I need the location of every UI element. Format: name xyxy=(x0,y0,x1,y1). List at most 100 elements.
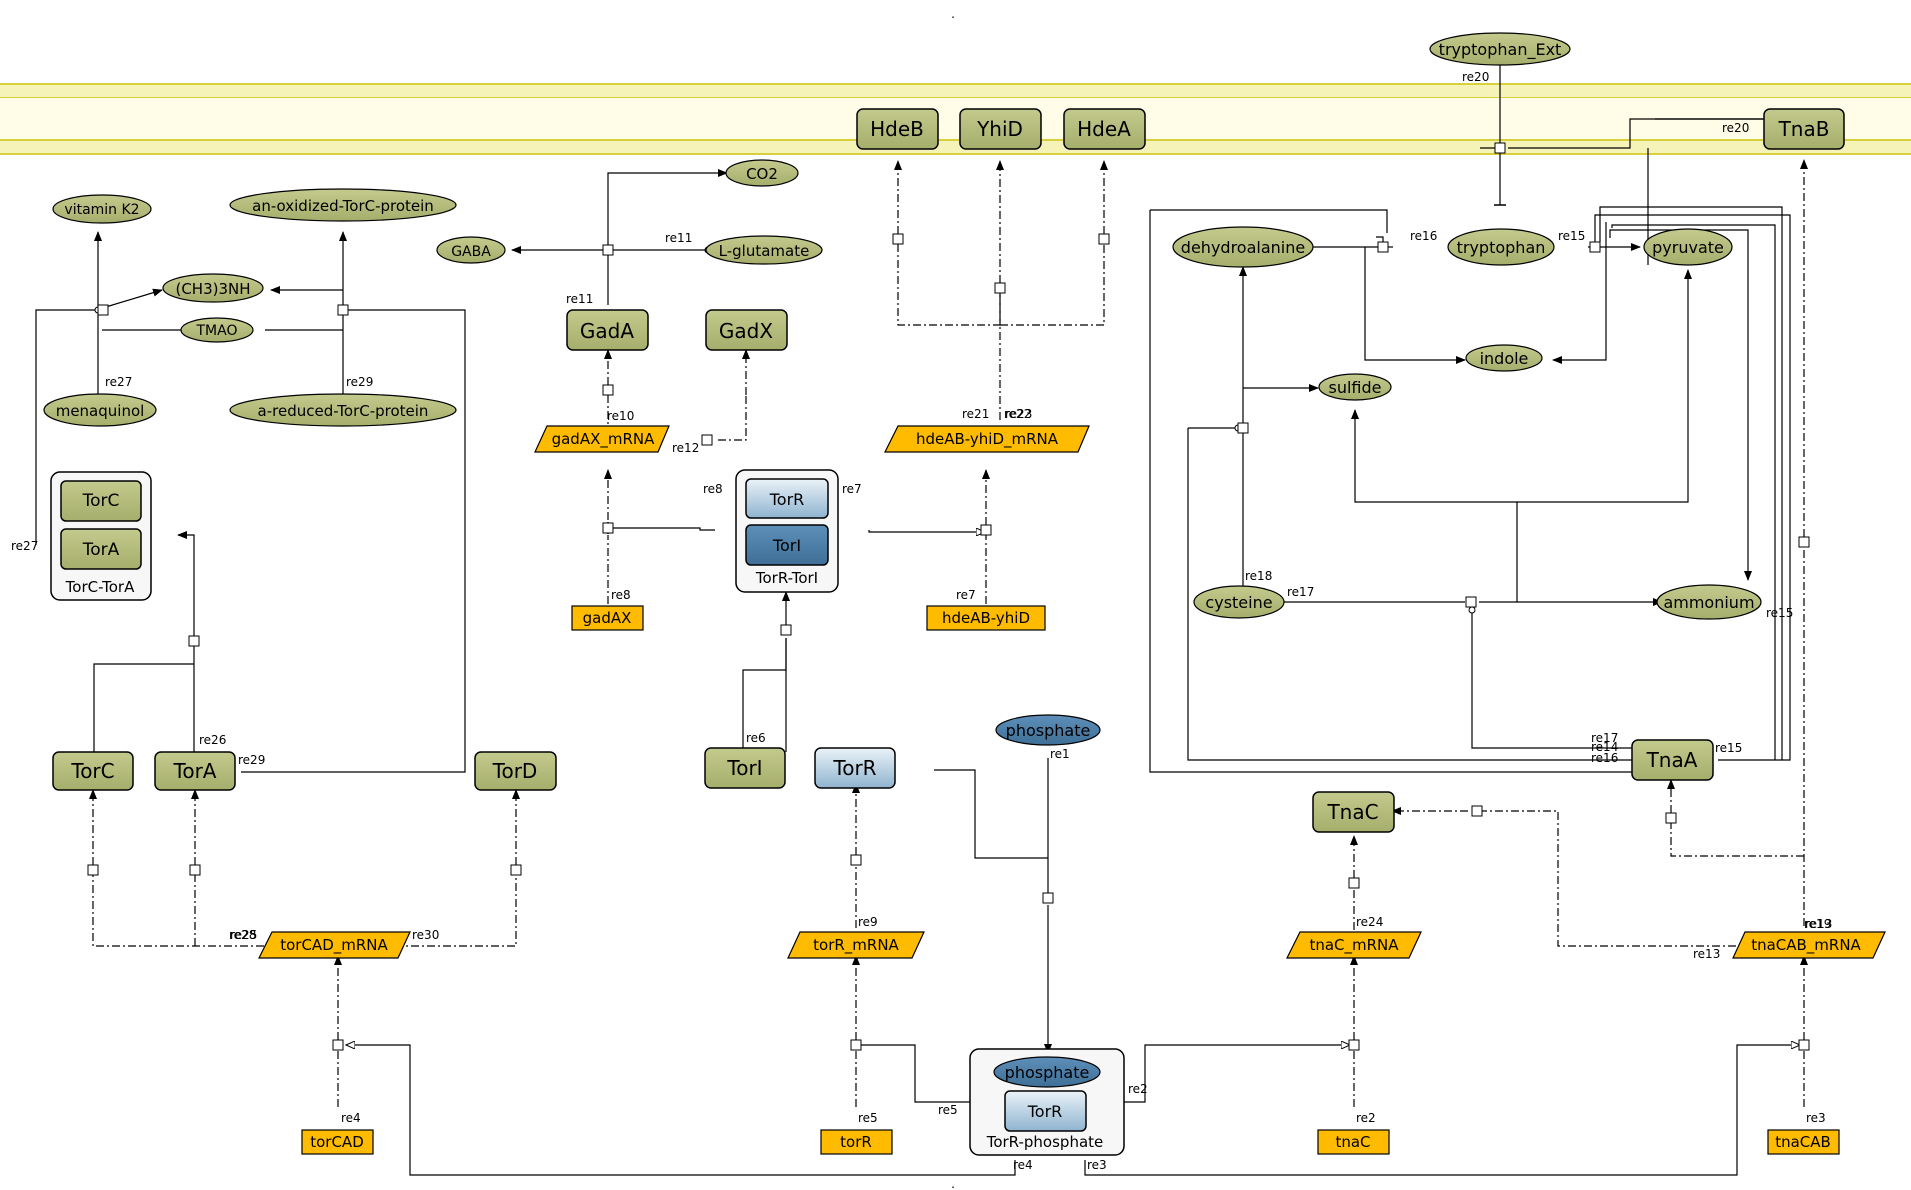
dehydroalanine[interactable]: dehydroalanine xyxy=(1172,226,1314,268)
svg-text:CO2: CO2 xyxy=(746,165,778,183)
reaction-label: re13 xyxy=(1805,917,1832,931)
torcad-mrna[interactable]: torCAD_mRNA xyxy=(258,931,411,959)
reaction-label: re27 xyxy=(11,539,38,553)
reaction-label: re8 xyxy=(611,588,631,602)
ch3-3nh[interactable]: (CH3)3NH xyxy=(162,273,264,303)
ammonium[interactable]: ammonium xyxy=(1656,584,1762,620)
yhid-protein[interactable]: YhiD xyxy=(959,108,1042,150)
top-mark: . xyxy=(951,7,955,21)
tryptophan-ext[interactable]: tryptophan_Ext xyxy=(1429,32,1571,66)
tori-protein[interactable]: TorI xyxy=(704,747,786,789)
l-glutamate[interactable]: L-glutamate xyxy=(705,235,823,265)
complex-label: TorR-TorI xyxy=(755,569,818,587)
co2[interactable]: CO2 xyxy=(725,159,799,187)
svg-text:tnaCAB: tnaCAB xyxy=(1775,1133,1831,1151)
svg-text:tnaC_mRNA: tnaC_mRNA xyxy=(1309,936,1399,955)
gada-protein[interactable]: GadA xyxy=(566,309,649,351)
gadx-protein[interactable]: GadX xyxy=(705,309,788,351)
tora-protein[interactable]: TorA xyxy=(154,751,236,791)
reaction-label: re23 xyxy=(1005,407,1032,421)
hdeab-yhid-gene[interactable]: hdeAB-yhiD xyxy=(926,605,1046,631)
vitamin-k2[interactable]: vitamin K2 xyxy=(52,194,152,224)
tnac-protein[interactable]: TnaC xyxy=(1312,791,1395,833)
tnaa-protein[interactable]: TnaA xyxy=(1631,739,1714,781)
gaba[interactable]: GABA xyxy=(436,236,506,264)
tnab-protein[interactable]: TnaB xyxy=(1763,108,1845,150)
hdeb-protein[interactable]: HdeB xyxy=(856,108,939,150)
svg-text:TorD: TorD xyxy=(492,759,538,783)
svg-text:GadA: GadA xyxy=(580,319,634,343)
torr-protein[interactable]: TorR xyxy=(814,747,896,789)
svg-text:dehydroalanine: dehydroalanine xyxy=(1181,238,1305,257)
svg-text:TorR: TorR xyxy=(769,490,805,509)
svg-text:HdeB: HdeB xyxy=(870,117,924,141)
an-oxidized-torc-protein[interactable]: an-oxidized-TorC-protein xyxy=(229,188,457,222)
svg-text:sulfide: sulfide xyxy=(1329,378,1382,397)
bottom-mark: . xyxy=(951,1177,955,1190)
a-reduced-torc-protein[interactable]: a-reduced-TorC-protein xyxy=(229,393,457,427)
tord-protein[interactable]: TorD xyxy=(474,751,557,791)
species-group: tryptophan_Ext vitamin K2 an-oxidized-To… xyxy=(43,32,1762,746)
svg-text:vitamin K2: vitamin K2 xyxy=(64,202,139,218)
torr-phosphate-complex[interactable]: phosphate TorR TorR-phosphate xyxy=(969,1048,1125,1156)
cysteine[interactable]: cysteine xyxy=(1193,585,1285,619)
gadax-gene[interactable]: gadAX xyxy=(571,605,644,631)
tnac-gene[interactable]: tnaC xyxy=(1317,1129,1390,1155)
reaction-label: re9 xyxy=(858,915,878,929)
reaction-label: re30 xyxy=(412,928,439,942)
svg-text:phosphate: phosphate xyxy=(1005,1063,1090,1082)
process-nodes xyxy=(87,142,1810,1051)
reaction-label: re18 xyxy=(1245,569,1272,583)
reaction-label: re2 xyxy=(1356,1111,1376,1125)
svg-text:L-glutamate: L-glutamate xyxy=(719,242,810,260)
pyruvate[interactable]: pyruvate xyxy=(1643,228,1733,266)
svg-text:GABA: GABA xyxy=(451,244,491,260)
svg-text:tryptophan_Ext: tryptophan_Ext xyxy=(1439,40,1562,60)
torr-tori-complex[interactable]: TorR TorI TorR-TorI xyxy=(735,469,839,593)
phosphate[interactable]: phosphate xyxy=(995,714,1101,746)
reaction-label: re27 xyxy=(105,375,132,389)
svg-text:TorA: TorA xyxy=(173,759,217,783)
tmao[interactable]: TMAO xyxy=(180,317,254,343)
reaction-label: re29 xyxy=(238,753,265,767)
reaction-label: re6 xyxy=(746,731,766,745)
svg-text:TorA: TorA xyxy=(82,540,120,560)
complex-label: TorC-TorA xyxy=(65,578,135,596)
tnacab-gene[interactable]: tnaCAB xyxy=(1767,1129,1840,1155)
tnacab-mrna[interactable]: tnaCAB_mRNA xyxy=(1732,931,1886,959)
svg-text:hdeAB-yhiD_mRNA: hdeAB-yhiD_mRNA xyxy=(916,430,1059,449)
reaction-label: re14 xyxy=(1591,740,1618,754)
svg-text:hdeAB-yhiD: hdeAB-yhiD xyxy=(942,609,1030,627)
reaction-label: re8 xyxy=(703,482,723,496)
hdeab-yhid-mrna[interactable]: hdeAB-yhiD_mRNA xyxy=(884,425,1090,453)
svg-text:tnaCAB_mRNA: tnaCAB_mRNA xyxy=(1751,936,1861,955)
hdea-protein[interactable]: HdeA xyxy=(1063,108,1146,150)
menaquinol[interactable]: menaquinol xyxy=(43,393,157,427)
svg-text:torCAD_mRNA: torCAD_mRNA xyxy=(280,936,388,955)
tnac-mrna[interactable]: tnaC_mRNA xyxy=(1286,931,1422,959)
reaction-label: re21 xyxy=(962,407,989,421)
sulfide[interactable]: sulfide xyxy=(1318,373,1392,401)
svg-text:indole: indole xyxy=(1480,349,1529,368)
svg-text:TMAO: TMAO xyxy=(196,323,238,339)
reaction-label: re16 xyxy=(1591,751,1618,765)
tryptophan[interactable]: tryptophan xyxy=(1447,228,1555,266)
gene-group: gadAX hdeAB-yhiD torCAD torR tnaC tnaCAB xyxy=(301,605,1840,1155)
indole[interactable]: indole xyxy=(1465,344,1543,372)
torr-mrna[interactable]: torR_mRNA xyxy=(787,931,925,959)
torc-protein[interactable]: TorC xyxy=(52,751,134,791)
svg-text:phosphate: phosphate xyxy=(1006,721,1091,740)
gadax-mrna[interactable]: gadAX_mRNA xyxy=(534,425,670,453)
reaction-label: re13 xyxy=(1693,947,1720,961)
reaction-label: re5 xyxy=(858,1111,878,1125)
torc-tora-complex[interactable]: TorC TorA TorC-TorA xyxy=(50,471,152,601)
torr-gene[interactable]: torR xyxy=(820,1129,893,1155)
reaction-label: re4 xyxy=(1013,1158,1033,1172)
reaction-label: re20 xyxy=(1722,121,1749,135)
reaction-label: re20 xyxy=(1462,70,1489,84)
svg-text:GadX: GadX xyxy=(719,319,773,343)
svg-text:pyruvate: pyruvate xyxy=(1652,238,1724,257)
reaction-label: re1 xyxy=(1050,747,1070,761)
torcad-gene[interactable]: torCAD xyxy=(301,1129,374,1155)
